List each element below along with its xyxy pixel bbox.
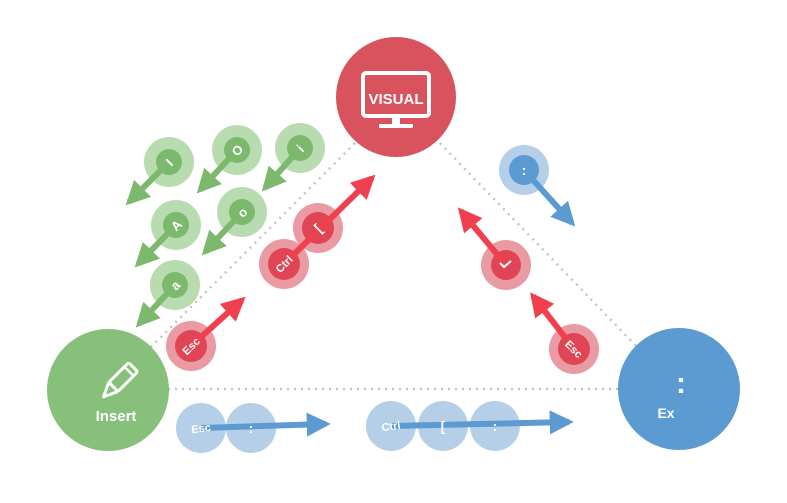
key-i-arrow: i [261,123,325,192]
visual-mode-label: VISUAL [368,91,423,108]
ex-colon-icon: : [676,367,686,400]
return-to-visual-arrow [457,207,531,290]
bracket-bottom-label: [ [441,418,446,434]
key-O-arrow: O [196,125,262,194]
ctrl-bracket-colon-to-ex-arrow: Ctrl [ : [366,401,574,451]
key-A-arrow: A [134,200,201,268]
colon-bottom2-label: : [493,418,498,434]
edge-visual-insert [149,137,361,349]
colon-visual-label: : [522,162,527,178]
ctrl-bottom-label: Ctrl [381,420,401,435]
key-I-arrow: I [125,137,194,206]
ctrl-bracket-insert-to-visual-arrow: Ctrl [ [259,174,376,289]
edge-visual-ex [434,137,641,351]
visual-mode-node: VISUAL [336,37,456,157]
insert-entry-keys: I O i A o a [125,123,325,328]
return-icon [499,260,512,269]
to-visual-transitions: Esc Ctrl [ Esc [166,174,599,374]
to-ex-transitions: : Esc : Ctrl [ : [176,145,576,453]
ex-mode-label: Ex [657,405,674,421]
key-o-arrow: o [201,187,267,256]
esc-bottom-label: Esc [191,422,212,437]
esc-colon-insert-to-ex-arrow: Esc : [176,403,331,453]
esc-insert-to-visual-arrow: Esc [166,296,246,371]
monitor-icon [361,71,431,128]
pencil-icon [102,361,139,399]
insert-mode-node: Insert [47,329,169,451]
esc-ex-to-visual-arrow: Esc [530,292,599,374]
insert-mode-label: Insert [96,408,137,425]
colon-visual-to-ex-arrow: : [499,145,576,227]
key-a-arrow: a [135,260,200,328]
mode-triangle [149,137,641,391]
ex-mode-node: : Ex [618,328,740,450]
colon-bottom-label: : [249,420,254,436]
